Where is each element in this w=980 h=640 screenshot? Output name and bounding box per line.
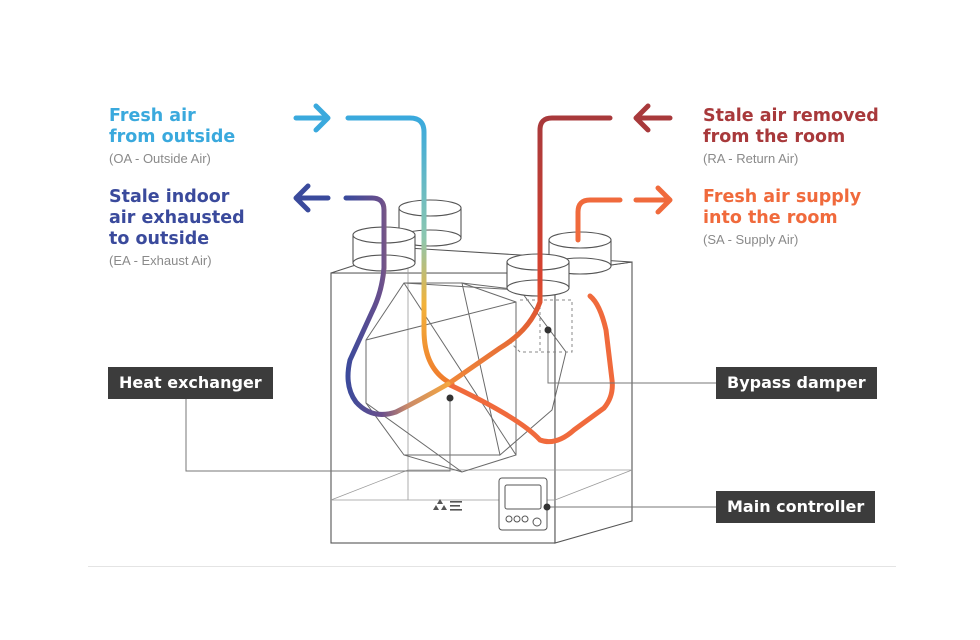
airflow-sa-path [445,293,615,445]
callout-heat-exchanger: Heat exchanger [108,367,273,399]
return-air-title: Stale air removed from the room [703,106,879,147]
outside-air-title: Fresh air from outside [109,106,236,147]
leader-lines [185,330,718,508]
airflow-ea-path [343,195,451,417]
label-return-air: Stale air removed from the room (RA - Re… [703,106,879,166]
airflow-sa-duct [575,197,623,243]
arrow-ea [293,183,331,213]
exhaust-air-subtitle: (EA - Exhaust Air) [109,253,212,268]
arrow-oa [293,103,331,133]
airflow-ra-path [445,115,613,387]
callout-bypass-damper: Bypass damper [716,367,877,399]
brand-logo [433,499,462,511]
duct-connectors [352,199,612,297]
outside-air-subtitle: (OA - Outside Air) [109,151,211,166]
footer-divider [88,566,896,567]
callout-main-controller: Main controller [716,491,876,523]
label-supply-air: Fresh air supply into the room (SA - Sup… [703,187,861,247]
supply-air-subtitle: (SA - Supply Air) [703,232,799,247]
label-outside-air: Fresh air from outside (OA - Outside Air… [109,106,235,166]
return-air-subtitle: (RA - Return Air) [703,151,799,166]
arrow-ra [633,103,673,133]
label-exhaust-air: Stale indoor air exhausted to outside (E… [109,187,245,268]
unit-housing [330,247,633,544]
supply-air-title: Fresh air supply into the room [703,187,862,228]
airflow-oa-path [345,115,455,387]
leader-dots [446,326,552,511]
controller-panel [498,477,548,531]
exhaust-air-title: Stale indoor air exhausted to outside [109,187,245,249]
arrow-sa [633,185,673,215]
